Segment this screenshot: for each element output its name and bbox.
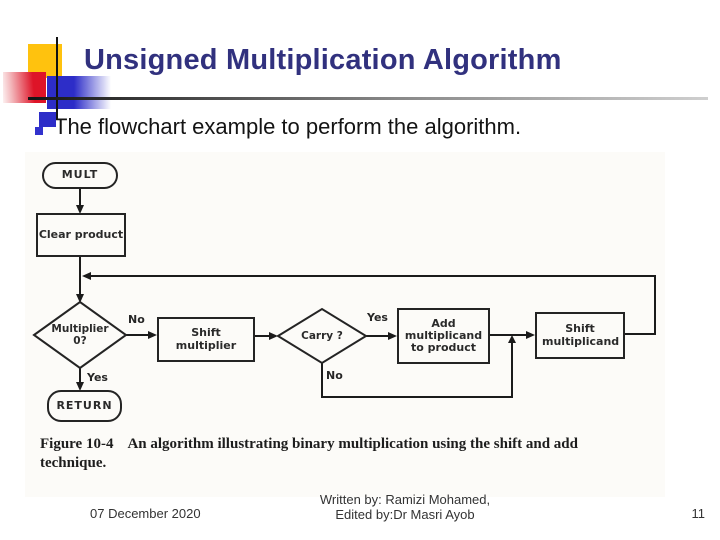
decoration-blue-square-small [39,112,56,127]
edge-label-multiplier-yes: Yes [87,371,108,384]
node-start-label: MULT [61,168,99,182]
edge-label-multiplier-no: No [128,313,145,326]
decoration-vertical-line [56,37,58,120]
figure-caption-line1: An algorithm illustrating binary multipl… [127,436,578,452]
node-shift-multiplier: Shift multiplier [157,317,255,362]
edge-label-carry-no: No [326,369,343,382]
figure-caption-line2: technique. [40,455,107,471]
node-return-label: RETURN [56,398,113,412]
bullet-text: The flowchart example to perform the alg… [54,114,522,139]
node-carry-label: Carry ? [301,329,343,342]
edge-label-carry-yes: Yes [367,311,388,324]
title-divider-line [28,97,708,100]
footer-date: 07 December 2020 [90,506,201,521]
node-shift-multiplicand: Shift multiplicand [535,312,625,359]
node-shift-multiplier-label: Shift multiplier [175,326,237,352]
flowchart-connectors [32,187,656,398]
arrowheads [76,205,535,391]
footer-credit-line2: Edited by:Dr Masri Ayob [335,507,475,522]
node-start: MULT [42,162,118,189]
node-clear-product-label: Clear product [38,227,124,241]
node-return: RETURN [47,390,122,422]
node-multiplier-zero-label: Multiplier 0? [51,322,109,347]
slide-title: Unsigned Multiplication Algorithm [84,44,562,76]
footer-credit-line1: Written by: Ramizi Mohamed, [319,492,491,507]
figure-caption: Figure 10-4 An algorithm illustrating bin… [40,435,668,473]
bullet-square-icon [35,127,43,135]
carry-diamond [276,307,368,365]
node-add-multiplicand: Add multiplicand to product [397,308,490,364]
figure-caption-number: Figure 10-4 [40,436,114,452]
node-add-multiplicand-label: Add multiplicand to product [404,316,483,355]
multiplier-zero-diamond [32,300,128,370]
node-shift-multiplicand-label: Shift multiplicand [542,322,620,348]
node-clear-product: Clear product [36,213,126,257]
footer-credits: Written by: Ramizi Mohamed, Edited by:Dr… [255,492,555,522]
flowchart-figure: MULT Clear product Multiplier 0? Shift m… [25,152,665,497]
page-number: 11 [691,506,706,521]
